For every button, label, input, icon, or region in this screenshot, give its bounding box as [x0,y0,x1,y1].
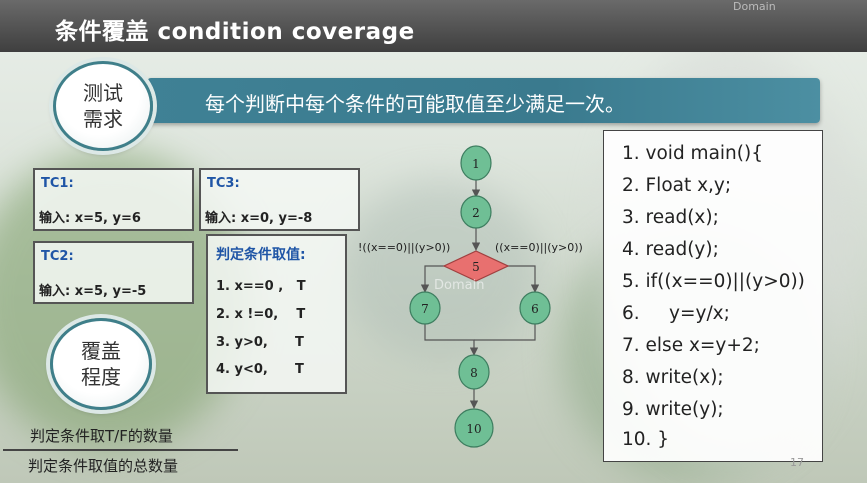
node-6-label: 6 [531,302,539,316]
fraction-line [3,449,238,451]
code-line: 1. void main(){ [622,143,763,164]
condition-values-title: 判定条件取值: [216,247,306,263]
code-line: 6. y=y/x; [622,303,730,324]
edge-6-8 [474,322,536,341]
node-2 [460,195,492,229]
requirement-text: 每个判断中每个条件的可能取值至少满足一次。 [205,92,625,116]
condition-row: 1. x==0 , T [216,279,306,294]
coverage-circle-label-2: 程度 [81,365,121,389]
slide-title: 条件覆盖 condition coverage [55,19,415,45]
code-line: 9. write(y); [622,399,724,420]
background-shadow [340,180,540,360]
coverage-numerator: 判定条件取T/F的数量 [30,427,173,445]
test-case-name: TC3: [207,176,240,191]
test-case-box-tc1: TC1: 输入: x=5, y=6 [33,168,194,231]
edge-5-7 [420,265,446,293]
requirement-circle-label-1: 测试 [83,81,123,105]
requirement-bar [147,78,820,123]
node-7-label: 7 [421,302,429,316]
coverage-circle: 覆盖 程度 [50,318,152,410]
decision-node-5 [442,250,510,282]
condition-row: 2. x !=0, T [216,307,306,322]
edge-5-6 [506,265,540,293]
code-line: 8. write(x); [622,367,724,388]
code-line: 3. read(x); [622,207,719,228]
requirement-circle-label-2: 需求 [83,107,123,131]
test-case-input: 输入: x=5, y=6 [39,211,141,226]
requirement-circle: 测试 需求 [53,61,153,151]
edge-label-true: ((x==0)||(y>0)) [495,241,583,254]
edge-label-false: !((x==0)||(y>0)) [358,241,450,254]
node-7 [409,291,441,325]
node-1 [460,145,492,181]
node-10-label: 10 [466,422,481,436]
test-case-name: TC1: [41,176,74,191]
code-line: 4. read(y); [622,239,719,260]
watermark: Domain [733,0,776,13]
test-case-input: 输入: x=5, y=-5 [39,284,147,299]
test-case-box-tc3: TC3: 输入: x=0, y=-8 [199,168,360,231]
page-number: 17 [790,456,804,469]
condition-row: 3. y>0, T [216,335,304,350]
edge-7-8 [424,322,479,356]
code-line: 5. if((x==0)||(y>0)) [622,271,805,292]
node-8-label: 8 [470,366,478,380]
node-2-label: 2 [472,206,480,220]
code-line: 7. else x=y+2; [622,335,760,356]
condition-values-box: 判定条件取值: 1. x==0 , T 2. x !=0, T 3. y>0, … [206,234,347,394]
node-10 [454,408,494,448]
title-bar [0,0,867,52]
flow-overlay-text: Domain [434,278,484,293]
node-5-label: 5 [472,260,480,274]
test-case-input: 输入: x=0, y=-8 [205,211,313,226]
node-8 [458,354,490,390]
test-case-box-tc2: TC2: 输入: x=5, y=-5 [33,241,194,304]
code-listing: 1. void main(){ 2. Float x,y; 3. read(x)… [603,130,823,462]
node-1-label: 1 [472,157,480,171]
code-line: 2. Float x,y; [622,175,732,196]
coverage-denominator: 判定条件取值的总数量 [28,457,179,475]
coverage-circle-label-1: 覆盖 [81,339,121,363]
node-6 [519,291,551,325]
condition-row: 4. y<0, T [216,362,304,377]
code-line: 10. } [622,429,670,450]
test-case-name: TC2: [41,249,74,264]
